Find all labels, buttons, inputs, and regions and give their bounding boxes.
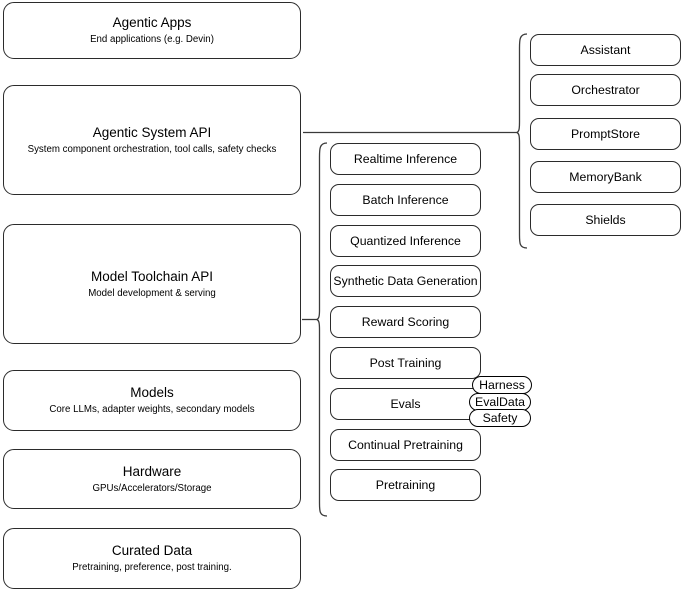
layer-title: Models xyxy=(130,385,174,400)
toolchain-item-synthetic-data-generation[interactable]: Synthetic Data Generation xyxy=(330,265,481,297)
system-item-shields[interactable]: Shields xyxy=(530,204,681,236)
chip-label: Reward Scoring xyxy=(361,315,450,329)
toolchain-item-post-training[interactable]: Post Training xyxy=(330,347,481,379)
chip-label: Quantized Inference xyxy=(350,234,461,248)
toolchain-item-pretraining[interactable]: Pretraining xyxy=(330,469,481,501)
layer-agentic-system-api[interactable]: Agentic System API System component orch… xyxy=(3,85,301,195)
brace-system-items xyxy=(515,33,528,249)
toolchain-item-batch-inference[interactable]: Batch Inference xyxy=(330,184,481,216)
chip-label: MemoryBank xyxy=(569,170,642,184)
layer-subtitle: GPUs/Accelerators/Storage xyxy=(92,482,212,494)
layer-subtitle: Core LLMs, adapter weights, secondary mo… xyxy=(49,404,255,415)
system-item-assistant[interactable]: Assistant xyxy=(530,34,681,66)
layer-hardware[interactable]: Hardware GPUs/Accelerators/Storage xyxy=(3,449,301,509)
chip-label: Realtime Inference xyxy=(353,152,458,166)
layer-subtitle: Pretraining, preference, post training. xyxy=(72,562,232,573)
layer-subtitle: System component orchestration, tool cal… xyxy=(27,143,277,155)
pill-label: Harness xyxy=(479,378,525,392)
layer-title: Model Toolchain API xyxy=(90,268,214,284)
chip-label: PromptStore xyxy=(570,127,641,141)
evals-subitem-harness[interactable]: Harness xyxy=(472,376,532,394)
chip-label: Post Training xyxy=(369,356,442,370)
toolchain-item-reward-scoring[interactable]: Reward Scoring xyxy=(330,306,481,338)
toolchain-item-quantized-inference[interactable]: Quantized Inference xyxy=(330,225,481,257)
toolchain-item-realtime-inference[interactable]: Realtime Inference xyxy=(330,143,481,175)
chip-label: Batch Inference xyxy=(362,193,449,207)
pill-label: EvalData xyxy=(475,395,525,409)
chip-label: Shields xyxy=(585,213,626,227)
layer-title: Hardware xyxy=(122,463,182,479)
layer-models[interactable]: Models Core LLMs, adapter weights, secon… xyxy=(3,370,301,431)
chip-label: Pretraining xyxy=(375,478,436,492)
system-item-orchestrator[interactable]: Orchestrator xyxy=(530,74,681,106)
toolchain-item-evals[interactable]: Evals xyxy=(330,388,481,420)
layer-model-toolchain-api[interactable]: Model Toolchain API Model development & … xyxy=(3,224,301,344)
toolchain-item-continual-pretraining[interactable]: Continual Pretraining xyxy=(330,429,481,461)
layer-curated-data[interactable]: Curated Data Pretraining, preference, po… xyxy=(3,528,301,589)
layer-title: Agentic Apps xyxy=(112,15,192,30)
chip-label: Synthetic Data Generation xyxy=(333,274,478,288)
chip-label: Orchestrator xyxy=(571,83,640,97)
chip-label: Evals xyxy=(390,397,421,411)
evals-subitem-safety[interactable]: Safety xyxy=(469,409,531,427)
chip-label: Continual Pretraining xyxy=(348,438,463,452)
system-item-promptstore[interactable]: PromptStore xyxy=(530,118,681,150)
layer-subtitle: End applications (e.g. Devin) xyxy=(90,34,214,45)
brace-toolchain-items xyxy=(315,142,328,517)
layer-title: Curated Data xyxy=(111,543,193,558)
layer-agentic-apps[interactable]: Agentic Apps End applications (e.g. Devi… xyxy=(3,2,301,59)
layer-subtitle: Model development & serving xyxy=(88,287,216,299)
pill-label: Safety xyxy=(482,411,518,425)
chip-label: Assistant xyxy=(580,43,631,57)
layer-title: Agentic System API xyxy=(92,124,212,140)
system-item-memorybank[interactable]: MemoryBank xyxy=(530,161,681,193)
